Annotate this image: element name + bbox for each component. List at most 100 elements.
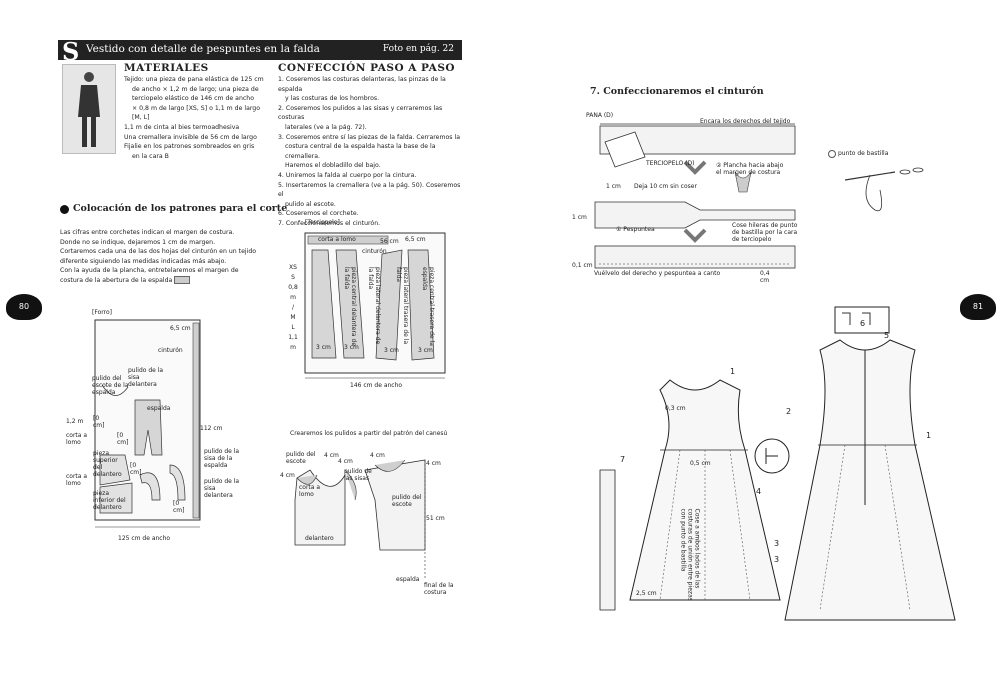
step-line: y las costuras de los hombros. [285,95,380,103]
forro-cinturon: cinturón [158,347,183,354]
bullet-icon [60,205,69,214]
belt-deja: Deja 10 cm sin coser [634,183,697,190]
dress-back-illustration [784,306,956,621]
forro-largo: 1,2 m [66,418,84,425]
callout-6: 6 [860,319,866,328]
pulidos-4cm: 4 cm [280,472,295,479]
gray-swatch [174,275,191,284]
cutting-heading: Colocación de los patrones para el corte [73,203,288,214]
belt-diagram [594,123,796,269]
forro-pulido-sisa: pulido de la sisa delantera [128,367,164,388]
belt-plancha: ② Plancha hacia abajo el margen de costu… [716,162,784,176]
step-line: 6. Coseremos el corchete. [278,210,359,218]
step-line: pulido al escote. [285,200,336,208]
materials-line: 1,1 m de cinta al bies termoadhesiva [124,123,240,131]
belt-cose: Cose hileras de punto de bastilla por la… [732,222,798,243]
belt-01: 0,1 cm [572,262,593,269]
forro-pulido-sisa-espalda: pulido de la sisa de la espalda [204,448,240,469]
terciopelo-diagram [304,232,446,379]
forro-pieza-superior: pieza superior del delantero [93,450,122,478]
belt-illustration [599,469,616,611]
cutting-text: Las cifras entre corchetes indican el ma… [60,228,280,286]
forro-margin: [0 cm] [93,415,105,429]
step-line: 1. Coseremos las costuras delanteras, la… [278,76,446,93]
step-line: 7. Confeccionaremos el cinturón. [278,219,381,227]
forro-margin: [0 cm] [130,462,142,476]
belt-encara: Encara los derechos del tejido [700,118,791,125]
callout-4: 4 [756,487,762,496]
pulidos-diagram [294,459,426,580]
callout-1: 1 [926,431,932,440]
step-line: 5. Insertaremos la cremallera (ve a la p… [278,181,461,199]
belt-pana: PANA (D) [586,112,614,119]
terciopelo-ancho: 146 cm de ancho [350,382,403,389]
pulidos-heading: Crearemos los pulidos a partir del patró… [290,430,448,437]
step-line: costura central de la espalda hasta la b… [285,143,436,160]
detail-zoom-circle [754,438,790,474]
materials-line: en la cara B [132,152,169,160]
model-photo [62,64,116,154]
forro-ancho: 125 cm de ancho [118,535,171,542]
step-line: laterales (ve a la pág. 72). [285,123,367,131]
steps-list: 1. Coseremos las costuras delanteras, la… [278,75,466,229]
pulidos-51: 51 cm [426,515,445,522]
forro-corta-lomo: corta a lomo [66,473,88,487]
terciopelo-corta: corta a lomo [318,236,356,243]
photo-reference: Foto en pág. 22 [382,44,454,54]
terciopelo-cinturon: cinturón [362,248,387,255]
materials-heading: MATERIALES [124,62,209,74]
pulidos-final: final de la costura [424,582,454,596]
forro-112: 112 cm [200,425,223,432]
materials-line: × 0,8 m de largo [XS, S] o 1,1 m de larg… [132,104,261,112]
forro-label: [Forro] [92,309,112,316]
step-line: 3. Coseremos entre sí las piezas de la f… [278,133,461,141]
dim-03: 0,3 cm [665,405,686,412]
vertical-note: Cose a ambos lados de las costuras de un… [679,508,701,601]
belt-terciopelo: TERCIOPELO (D) [646,160,695,167]
terciopelo-56: 56 cm [380,238,399,245]
page-number-right: 81 [960,294,996,320]
forro-dim: 6,5 cm [170,325,191,332]
bastilla-label: punto de bastilla [838,150,889,157]
step-line: 4. Uniremos la falda al cuerpo por la ci… [278,171,417,179]
forro-espalda: espalda [147,405,171,412]
forro-diagram [94,319,201,528]
forro-pulido-escote: pulido del escote de la espalda [92,375,129,396]
cutting-line: Las cifras entre corchetes indican el ma… [60,229,235,236]
callout-5: 5 [884,331,890,340]
callout-7: 7 [620,455,626,464]
pulidos-escote-2: pulido del escote [392,494,422,508]
pulidos-4cm: 4 cm [324,452,339,459]
page-title: Vestido con detalle de pespuntes en la f… [86,43,320,55]
steps-heading: CONFECCIÓN PASO A PASO [278,62,456,74]
forro-pieza-inferior: pieza inferior del delantero [93,490,126,511]
belt-1cm-side: 1 cm [572,214,587,221]
belt-1cm: 1 cm [606,183,621,190]
terciopelo-65: 6,5 cm [405,236,426,243]
materials-line: [M, L] [132,114,150,122]
materials-line: Tejido: una pieza de pana elástica de 12… [124,76,264,83]
terciopelo-3cm: 3 cm [384,347,399,354]
step-line: 2. Coseremos los pulidos a las sisas y c… [278,104,443,122]
materials-line: de ancho × 1,2 m de largo; una pieza de [132,85,259,93]
dress-front-illustration [629,379,781,601]
materials-list: Tejido: una pieza de pana elástica de 12… [124,75,274,161]
cutting-line: Cortaremos cada una de las dos hojas del… [60,248,257,256]
terciopelo-3cm: 3 cm [344,344,359,351]
pulidos-espalda: espalda [396,576,420,583]
belt-04: 0,4 cm [760,270,770,284]
step-line: Haremos el dobladillo del bajo. [285,162,381,170]
terciopelo-pieza-1: pieza central delantera de la falda [343,267,357,347]
pulidos-corta: corta a lomo [299,484,321,498]
callout-3: 3 [774,555,780,564]
callout-3: 3 [774,539,780,548]
cutting-line: Con la ayuda de la plancha, entretelarem… [60,267,239,275]
circle-bullet-icon [828,150,836,158]
belt-pespuntea: ① Pespuntea [616,226,655,233]
forro-corta-lomo: corta a lomo [66,432,88,446]
terciopelo-3cm: 3 cm [418,347,433,354]
callout-1: 1 [730,367,736,376]
pulidos-escote: pulido del escote [286,451,316,465]
terciopelo-label: [Terciopelo] [305,219,340,226]
terciopelo-sizes: XS S 0,8 m / M L 1,1 m [288,264,298,351]
